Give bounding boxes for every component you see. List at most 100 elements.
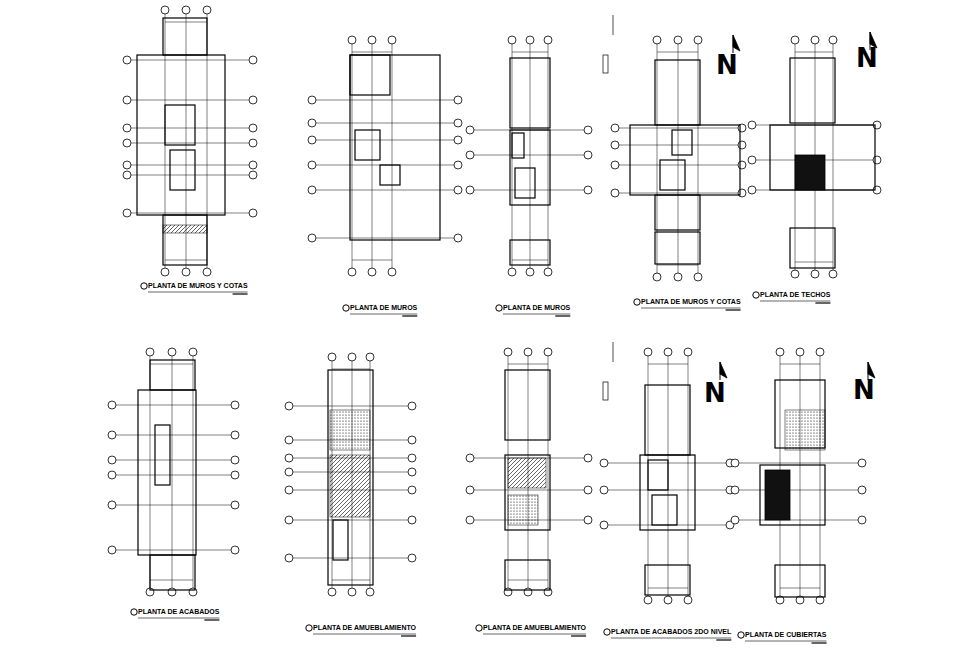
grid-line (332, 369, 352, 370)
wall-outline (355, 130, 380, 160)
grid-bubble (829, 270, 837, 278)
grid-bubble (611, 189, 619, 197)
plan-title: PLANTA DE ACABADOS 2DO NIVEL (611, 628, 731, 635)
wall-outline (512, 133, 524, 158)
grid-bubble (348, 588, 356, 596)
grid-line (508, 364, 528, 365)
grid-line (138, 618, 219, 619)
title-bubble (604, 629, 610, 635)
grid-line (372, 44, 373, 268)
grid-bubble (858, 516, 866, 524)
grid-bubble (466, 516, 474, 524)
grid-bubble (791, 36, 799, 44)
grid-bubble (249, 171, 257, 179)
grid-bubble (408, 554, 416, 562)
grid-bubble (189, 348, 197, 356)
grid-bubble (466, 186, 474, 194)
wall-outline (510, 58, 550, 128)
grid-bubble (408, 436, 416, 444)
grid-line (698, 44, 699, 273)
grid-bubble (816, 348, 824, 356)
wall-outline (328, 370, 373, 585)
grid-line (316, 238, 454, 239)
grid-bubble (123, 124, 131, 132)
grid-bubble (466, 454, 474, 462)
grid-bubble (611, 141, 619, 149)
grid-bubble (544, 588, 552, 596)
grid-bubble (738, 141, 746, 149)
grid-line (131, 128, 249, 129)
grid-bubble (182, 6, 190, 14)
wall-outline (655, 195, 700, 230)
grid-bubble (858, 459, 866, 467)
grid-bubble (231, 471, 239, 479)
grid-bubble (308, 96, 316, 104)
wall-outline (505, 455, 550, 530)
grid-bubble (366, 353, 374, 361)
grid-bubble (526, 36, 534, 44)
grid-bubble (684, 596, 692, 604)
grid-bubble (653, 36, 661, 44)
grid-line (131, 213, 249, 214)
grid-line (172, 580, 193, 581)
grid-bubble (858, 486, 866, 494)
grid-bubble (123, 139, 131, 147)
grid-bubble (674, 36, 682, 44)
grid-line (233, 293, 248, 294)
wall-outline (350, 55, 390, 95)
grid-bubble (308, 186, 316, 194)
grid-bubble (308, 161, 316, 169)
grid-line (739, 520, 858, 521)
grid-bubble (600, 521, 608, 529)
grid-bubble (873, 156, 881, 164)
grid-line (512, 52, 530, 53)
wall-outline (505, 370, 550, 440)
grid-line (678, 44, 679, 273)
grid-line (350, 314, 417, 315)
grid-line (530, 260, 548, 261)
grid-bubble (584, 186, 592, 194)
grid-line (657, 52, 678, 53)
grid-bubble (466, 486, 474, 494)
grid-bubble (203, 6, 211, 14)
grid-bubble (504, 348, 512, 356)
grid-bubble (791, 270, 799, 278)
grid-bubble (308, 234, 316, 242)
wall-outline (640, 455, 695, 530)
grid-line (678, 52, 698, 53)
grid-line (641, 308, 741, 309)
grid-bubble (584, 454, 592, 462)
grid-line (833, 44, 834, 270)
grid-bubble (123, 171, 131, 179)
grid-line (760, 301, 830, 302)
grid-bubble (368, 268, 376, 276)
grid-bubble (748, 121, 756, 129)
grid-bubble (466, 151, 474, 159)
grid-line (131, 143, 249, 144)
north-arrow (733, 35, 740, 51)
grid-bubble (454, 96, 462, 104)
grid-bubble (108, 431, 116, 439)
wall-outline (795, 155, 825, 190)
grid-line (739, 463, 858, 464)
grid-line (812, 642, 827, 643)
grid-bubble (108, 471, 116, 479)
wall-outline (603, 55, 608, 73)
grid-line (716, 639, 731, 640)
plan-title: PLANTA DE MUROS Y COTAS (641, 298, 741, 305)
grid-line (619, 128, 738, 129)
grid-bubble (584, 151, 592, 159)
grid-bubble (161, 6, 169, 14)
grid-bubble (285, 436, 293, 444)
wall-outline (505, 560, 550, 590)
grid-bubble (231, 401, 239, 409)
wall-outline (765, 470, 790, 520)
grid-line (795, 52, 815, 53)
grid-line (726, 309, 741, 310)
grid-line (131, 165, 249, 166)
grid-bubble (249, 96, 257, 104)
wall-outline (163, 225, 207, 233)
wall-outline (150, 555, 195, 590)
grid-bubble (348, 268, 356, 276)
grid-bubble (249, 139, 257, 147)
